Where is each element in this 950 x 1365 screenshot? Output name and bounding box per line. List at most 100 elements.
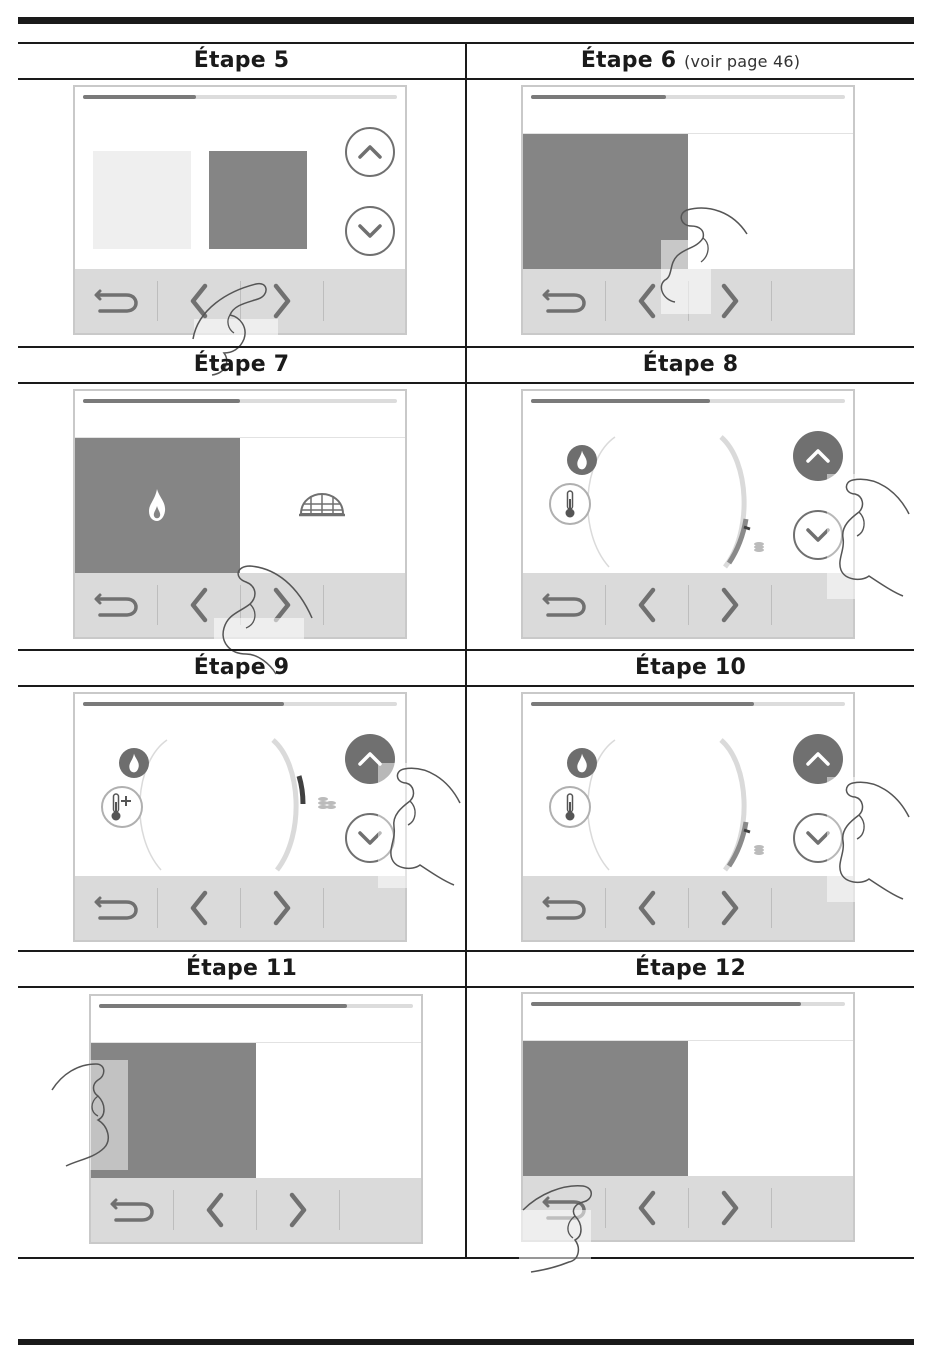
up-button[interactable] bbox=[793, 734, 843, 784]
back-button[interactable] bbox=[523, 269, 605, 333]
back-button[interactable] bbox=[75, 269, 157, 333]
next-button[interactable] bbox=[241, 876, 323, 940]
option-tile[interactable] bbox=[689, 1041, 855, 1180]
option-tile[interactable] bbox=[689, 134, 855, 273]
chevron-right-icon bbox=[272, 283, 292, 319]
heading-separator bbox=[467, 382, 914, 384]
chevron-down-icon bbox=[805, 830, 831, 846]
flame-badge bbox=[567, 445, 597, 475]
flame-icon bbox=[147, 488, 167, 522]
step-12-heading: Étape 12 bbox=[467, 952, 914, 986]
flame-badge bbox=[119, 748, 149, 778]
up-button[interactable] bbox=[345, 734, 395, 784]
thermometer-plus-icon bbox=[110, 792, 134, 822]
step-12-label: Étape 12 bbox=[635, 956, 746, 981]
previous-button[interactable] bbox=[606, 876, 688, 940]
back-button[interactable] bbox=[523, 573, 605, 637]
progress-fill bbox=[531, 1002, 801, 1006]
back-arrow-icon bbox=[92, 893, 140, 923]
greenhouse-option-tile[interactable] bbox=[241, 438, 407, 577]
chevron-down-icon bbox=[357, 223, 383, 239]
flame-icon bbox=[575, 753, 589, 773]
previous-button[interactable] bbox=[606, 573, 688, 637]
previous-button[interactable] bbox=[158, 573, 240, 637]
down-button[interactable] bbox=[793, 510, 843, 560]
step-8-heading: Étape 8 bbox=[467, 348, 914, 382]
gas-option-tile[interactable] bbox=[75, 438, 240, 577]
heading-separator bbox=[467, 78, 914, 80]
progress-fill bbox=[99, 1004, 347, 1008]
step-8-cell: Étape 8 bbox=[467, 348, 914, 649]
option-tile-light[interactable] bbox=[93, 151, 191, 249]
nav-bar bbox=[523, 1176, 853, 1240]
heading-separator bbox=[467, 986, 914, 988]
option-tile-selected[interactable] bbox=[523, 134, 688, 273]
next-button[interactable] bbox=[689, 573, 771, 637]
next-button[interactable] bbox=[257, 1178, 339, 1242]
back-button[interactable] bbox=[523, 876, 605, 940]
down-button[interactable] bbox=[345, 813, 395, 863]
previous-button[interactable] bbox=[174, 1178, 256, 1242]
next-button[interactable] bbox=[241, 269, 323, 333]
heading-separator bbox=[18, 382, 465, 384]
coins-icon bbox=[753, 844, 765, 856]
step-6-note: (voir page 46) bbox=[684, 52, 800, 71]
next-button[interactable] bbox=[241, 573, 323, 637]
device-screen-step-7 bbox=[73, 389, 407, 639]
down-button[interactable] bbox=[793, 813, 843, 863]
chevron-up-icon bbox=[357, 144, 383, 160]
coins-icon bbox=[317, 794, 337, 812]
back-arrow-icon bbox=[540, 590, 588, 620]
greenhouse-icon bbox=[297, 492, 347, 518]
back-arrow-icon bbox=[540, 893, 588, 923]
down-button[interactable] bbox=[345, 206, 395, 256]
progress-bar bbox=[83, 399, 397, 403]
nav-bar bbox=[75, 573, 405, 637]
back-button[interactable] bbox=[75, 573, 157, 637]
step-6-label: Étape 6 bbox=[581, 48, 676, 73]
back-arrow-icon bbox=[92, 590, 140, 620]
next-button[interactable] bbox=[689, 269, 771, 333]
next-button[interactable] bbox=[689, 1176, 771, 1240]
nav-divider bbox=[771, 281, 772, 321]
previous-button[interactable] bbox=[606, 269, 688, 333]
previous-button[interactable] bbox=[606, 1176, 688, 1240]
heading-separator bbox=[18, 685, 465, 687]
nav-bar bbox=[75, 269, 405, 333]
step-12-cell: Étape 12 bbox=[467, 952, 914, 1255]
chevron-right-icon bbox=[720, 587, 740, 623]
nav-divider bbox=[771, 1188, 772, 1228]
up-button[interactable] bbox=[793, 431, 843, 481]
back-button[interactable] bbox=[91, 1178, 173, 1242]
thermometer-badge bbox=[549, 483, 591, 525]
chevron-left-icon bbox=[637, 1190, 657, 1226]
progress-fill bbox=[83, 399, 240, 403]
previous-button[interactable] bbox=[158, 269, 240, 333]
device-screen-step-6 bbox=[521, 85, 855, 335]
option-tile[interactable] bbox=[257, 1043, 423, 1182]
step-5-heading: Étape 5 bbox=[18, 44, 465, 78]
chevron-right-icon bbox=[288, 1192, 308, 1228]
progress-bar bbox=[531, 95, 845, 99]
heading-separator bbox=[18, 78, 465, 80]
option-tile-selected[interactable] bbox=[523, 1041, 688, 1180]
chevron-down-icon bbox=[357, 830, 383, 846]
back-button[interactable] bbox=[523, 1176, 605, 1240]
back-button[interactable] bbox=[75, 876, 157, 940]
option-tile-selected[interactable] bbox=[91, 1043, 256, 1182]
progress-bar bbox=[531, 399, 845, 403]
option-tile-dark[interactable] bbox=[209, 151, 307, 249]
chevron-right-icon bbox=[720, 890, 740, 926]
thermometer-icon bbox=[563, 489, 577, 519]
step-6-cell: Étape 6 (voir page 46) bbox=[467, 44, 914, 346]
progress-bar bbox=[83, 702, 397, 706]
flame-badge bbox=[567, 748, 597, 778]
up-button[interactable] bbox=[345, 127, 395, 177]
thermometer-plus-badge bbox=[101, 786, 143, 828]
previous-button[interactable] bbox=[158, 876, 240, 940]
step-7-cell: Étape 7 bbox=[18, 348, 465, 649]
chevron-left-icon bbox=[637, 283, 657, 319]
next-button[interactable] bbox=[689, 876, 771, 940]
device-screen-step-10 bbox=[521, 692, 855, 942]
progress-fill bbox=[83, 702, 284, 706]
